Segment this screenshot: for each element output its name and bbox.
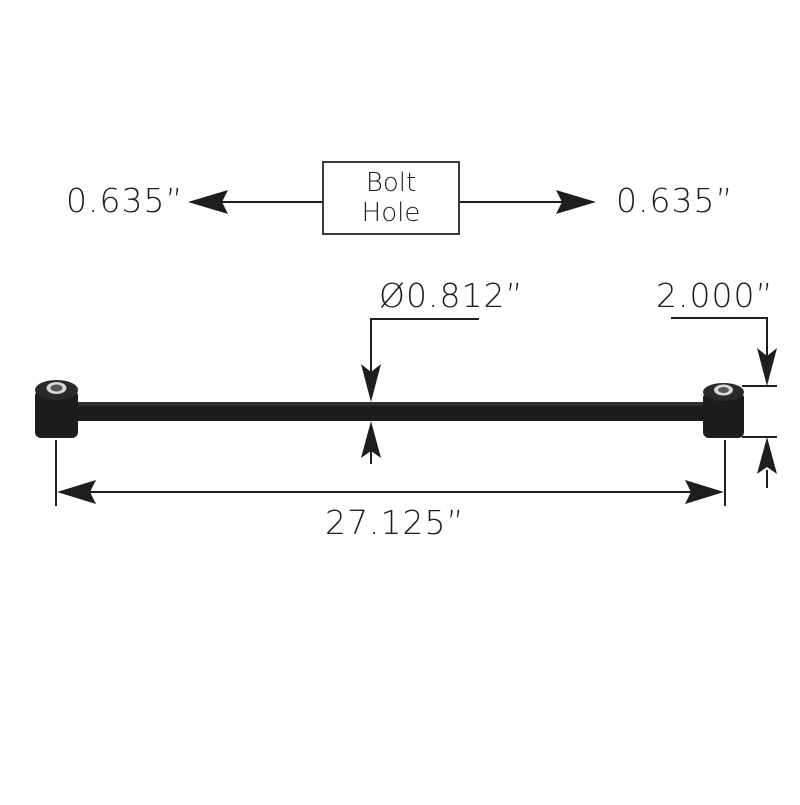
overall-length-dimension — [55, 440, 726, 506]
bolt-hole-label-line2: Hole — [361, 198, 421, 228]
left-bushing — [35, 380, 78, 438]
diameter-leader — [361, 318, 479, 464]
overall-length-dimension-label: 27.125” — [325, 503, 465, 542]
bushing-width-leader — [671, 317, 777, 488]
rod — [70, 402, 718, 421]
bolt-hole-box: Bolt Hole — [322, 161, 460, 235]
bolt-hole-left-dimension: 0.635” — [66, 181, 184, 220]
bushing-width-dimension: 2.000” — [656, 276, 774, 315]
right-bushing — [703, 383, 744, 438]
bolt-hole-left-arrow — [188, 190, 322, 214]
bolt-hole-right-arrow — [460, 190, 596, 214]
bolt-hole-label-line1: Bolt — [365, 168, 417, 198]
bolt-hole-right-dimension: 0.635” — [616, 181, 734, 220]
rod-diameter-dimension: Ø0.812” — [379, 276, 524, 315]
